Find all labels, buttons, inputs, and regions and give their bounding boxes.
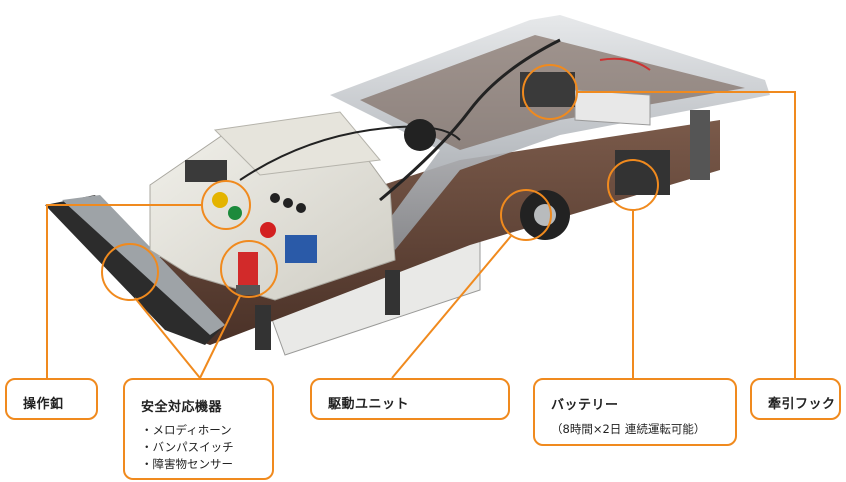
callouts xyxy=(46,64,796,379)
drive-wheel-hub xyxy=(534,204,556,226)
control-box-top xyxy=(213,111,381,176)
vehicle-photo xyxy=(45,15,770,356)
battery-note: （8時間×2日 連続運転可能） xyxy=(551,422,706,436)
leader-line-safety-b xyxy=(199,295,241,379)
label-battery: バッテリー （8時間×2日 連続運転可能） xyxy=(533,378,737,446)
left-foot xyxy=(255,305,271,350)
cable xyxy=(599,57,651,71)
cable xyxy=(379,38,561,202)
mid-foot xyxy=(385,270,400,315)
push-button-icon xyxy=(270,193,280,203)
label-operation-panel: 操作釦 xyxy=(5,378,98,420)
leader-line-safety-a xyxy=(134,297,201,379)
blue-unit xyxy=(285,235,317,263)
tow-hook-block xyxy=(520,72,575,107)
display-panel xyxy=(185,160,227,182)
label-tow-hook: 牽引フック xyxy=(750,378,841,420)
push-button-icon xyxy=(296,203,306,213)
highlight-ring-icon xyxy=(220,240,278,298)
stack-light-base xyxy=(236,285,260,295)
label-title: 牽引フック xyxy=(768,397,836,412)
push-button-icon xyxy=(283,198,293,208)
highlight-ring-icon xyxy=(101,243,159,301)
label-title: バッテリー xyxy=(551,398,619,413)
label-safety-devices: 安全対応機器 ・メロディホーン ・バンパスイッチ ・障害物センサー xyxy=(123,378,274,480)
push-button-icon xyxy=(260,222,276,238)
highlight-ring-icon xyxy=(500,189,552,241)
label-title: 駆動ユニット xyxy=(328,397,410,412)
safety-item: ・障害物センサー xyxy=(141,457,233,471)
label-title: 操作釦 xyxy=(23,397,64,412)
leader-line-hook xyxy=(577,91,796,378)
leader-line-operation xyxy=(46,204,202,378)
label-title: 安全対応機器 xyxy=(141,400,223,415)
front-bumper xyxy=(45,195,220,345)
cable xyxy=(239,125,461,181)
safety-item-list: ・メロディホーン ・バンパスイッチ ・障害物センサー xyxy=(141,422,234,473)
safety-item: ・メロディホーン xyxy=(141,423,232,437)
leader-line-drive xyxy=(391,235,512,379)
push-button-icon xyxy=(212,192,228,208)
tow-hook-plate xyxy=(574,89,651,126)
battery-unit xyxy=(615,150,670,195)
right-foot xyxy=(690,110,710,180)
rear-wheel xyxy=(404,119,436,151)
front-rail xyxy=(62,195,225,335)
push-button-icon xyxy=(228,206,242,220)
stack-light-icon xyxy=(238,252,258,288)
label-drive-unit: 駆動ユニット xyxy=(310,378,510,420)
safety-item: ・バンパスイッチ xyxy=(141,440,234,454)
